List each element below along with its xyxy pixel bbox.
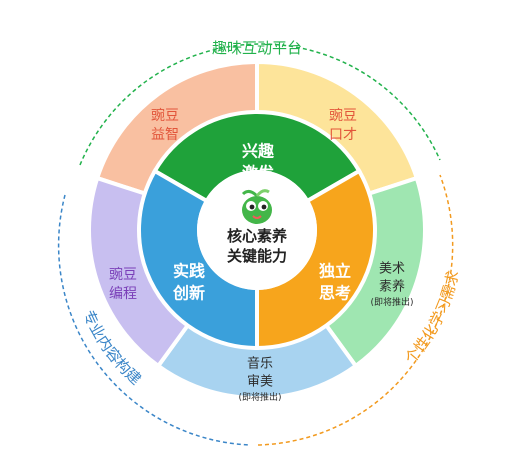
- segment-label-bottom-note: (即将推出): [238, 391, 281, 403]
- inner-label-left-1: 实践: [173, 262, 205, 281]
- platform-label-top: 趣味互动平台: [212, 39, 302, 57]
- pea-mascot-icon: [241, 189, 272, 224]
- segment-label-left-1: 豌豆: [109, 267, 137, 283]
- outer-arc-top: [79, 43, 441, 166]
- inner-label-top-2: 激发: [242, 164, 275, 183]
- inner-label-left-2: 创新: [172, 284, 205, 303]
- segment-label-right-2: 素养: [379, 279, 405, 295]
- segment-label-right-note: (即将推出): [370, 296, 413, 308]
- segment-label-tr-1: 豌豆: [329, 108, 357, 124]
- outer-arc-right: [257, 174, 454, 446]
- outer-arc-left: [57, 194, 251, 446]
- middle-ring: [87, 59, 427, 400]
- segment-label-bottom-2: 审美: [247, 375, 273, 390]
- center-label-line1: 核心素养: [227, 227, 288, 245]
- segment-label-right-1: 美术: [379, 262, 405, 277]
- segment-label-tr-2: 口才: [329, 127, 357, 143]
- center-circle: [197, 170, 317, 290]
- inner-label-right-2: 思考: [319, 284, 351, 303]
- segment-label-left-2: 编程: [109, 286, 137, 302]
- segment-label-bottom-1: 音乐: [247, 356, 273, 372]
- segment-label-tl-1: 豌豆: [151, 108, 179, 124]
- segment-label-tl-2: 益智: [151, 127, 179, 143]
- center-label-line2: 关键能力: [227, 247, 287, 265]
- inner-label-right-1: 独立: [319, 262, 351, 281]
- inner-label-top-1: 兴趣: [242, 142, 275, 161]
